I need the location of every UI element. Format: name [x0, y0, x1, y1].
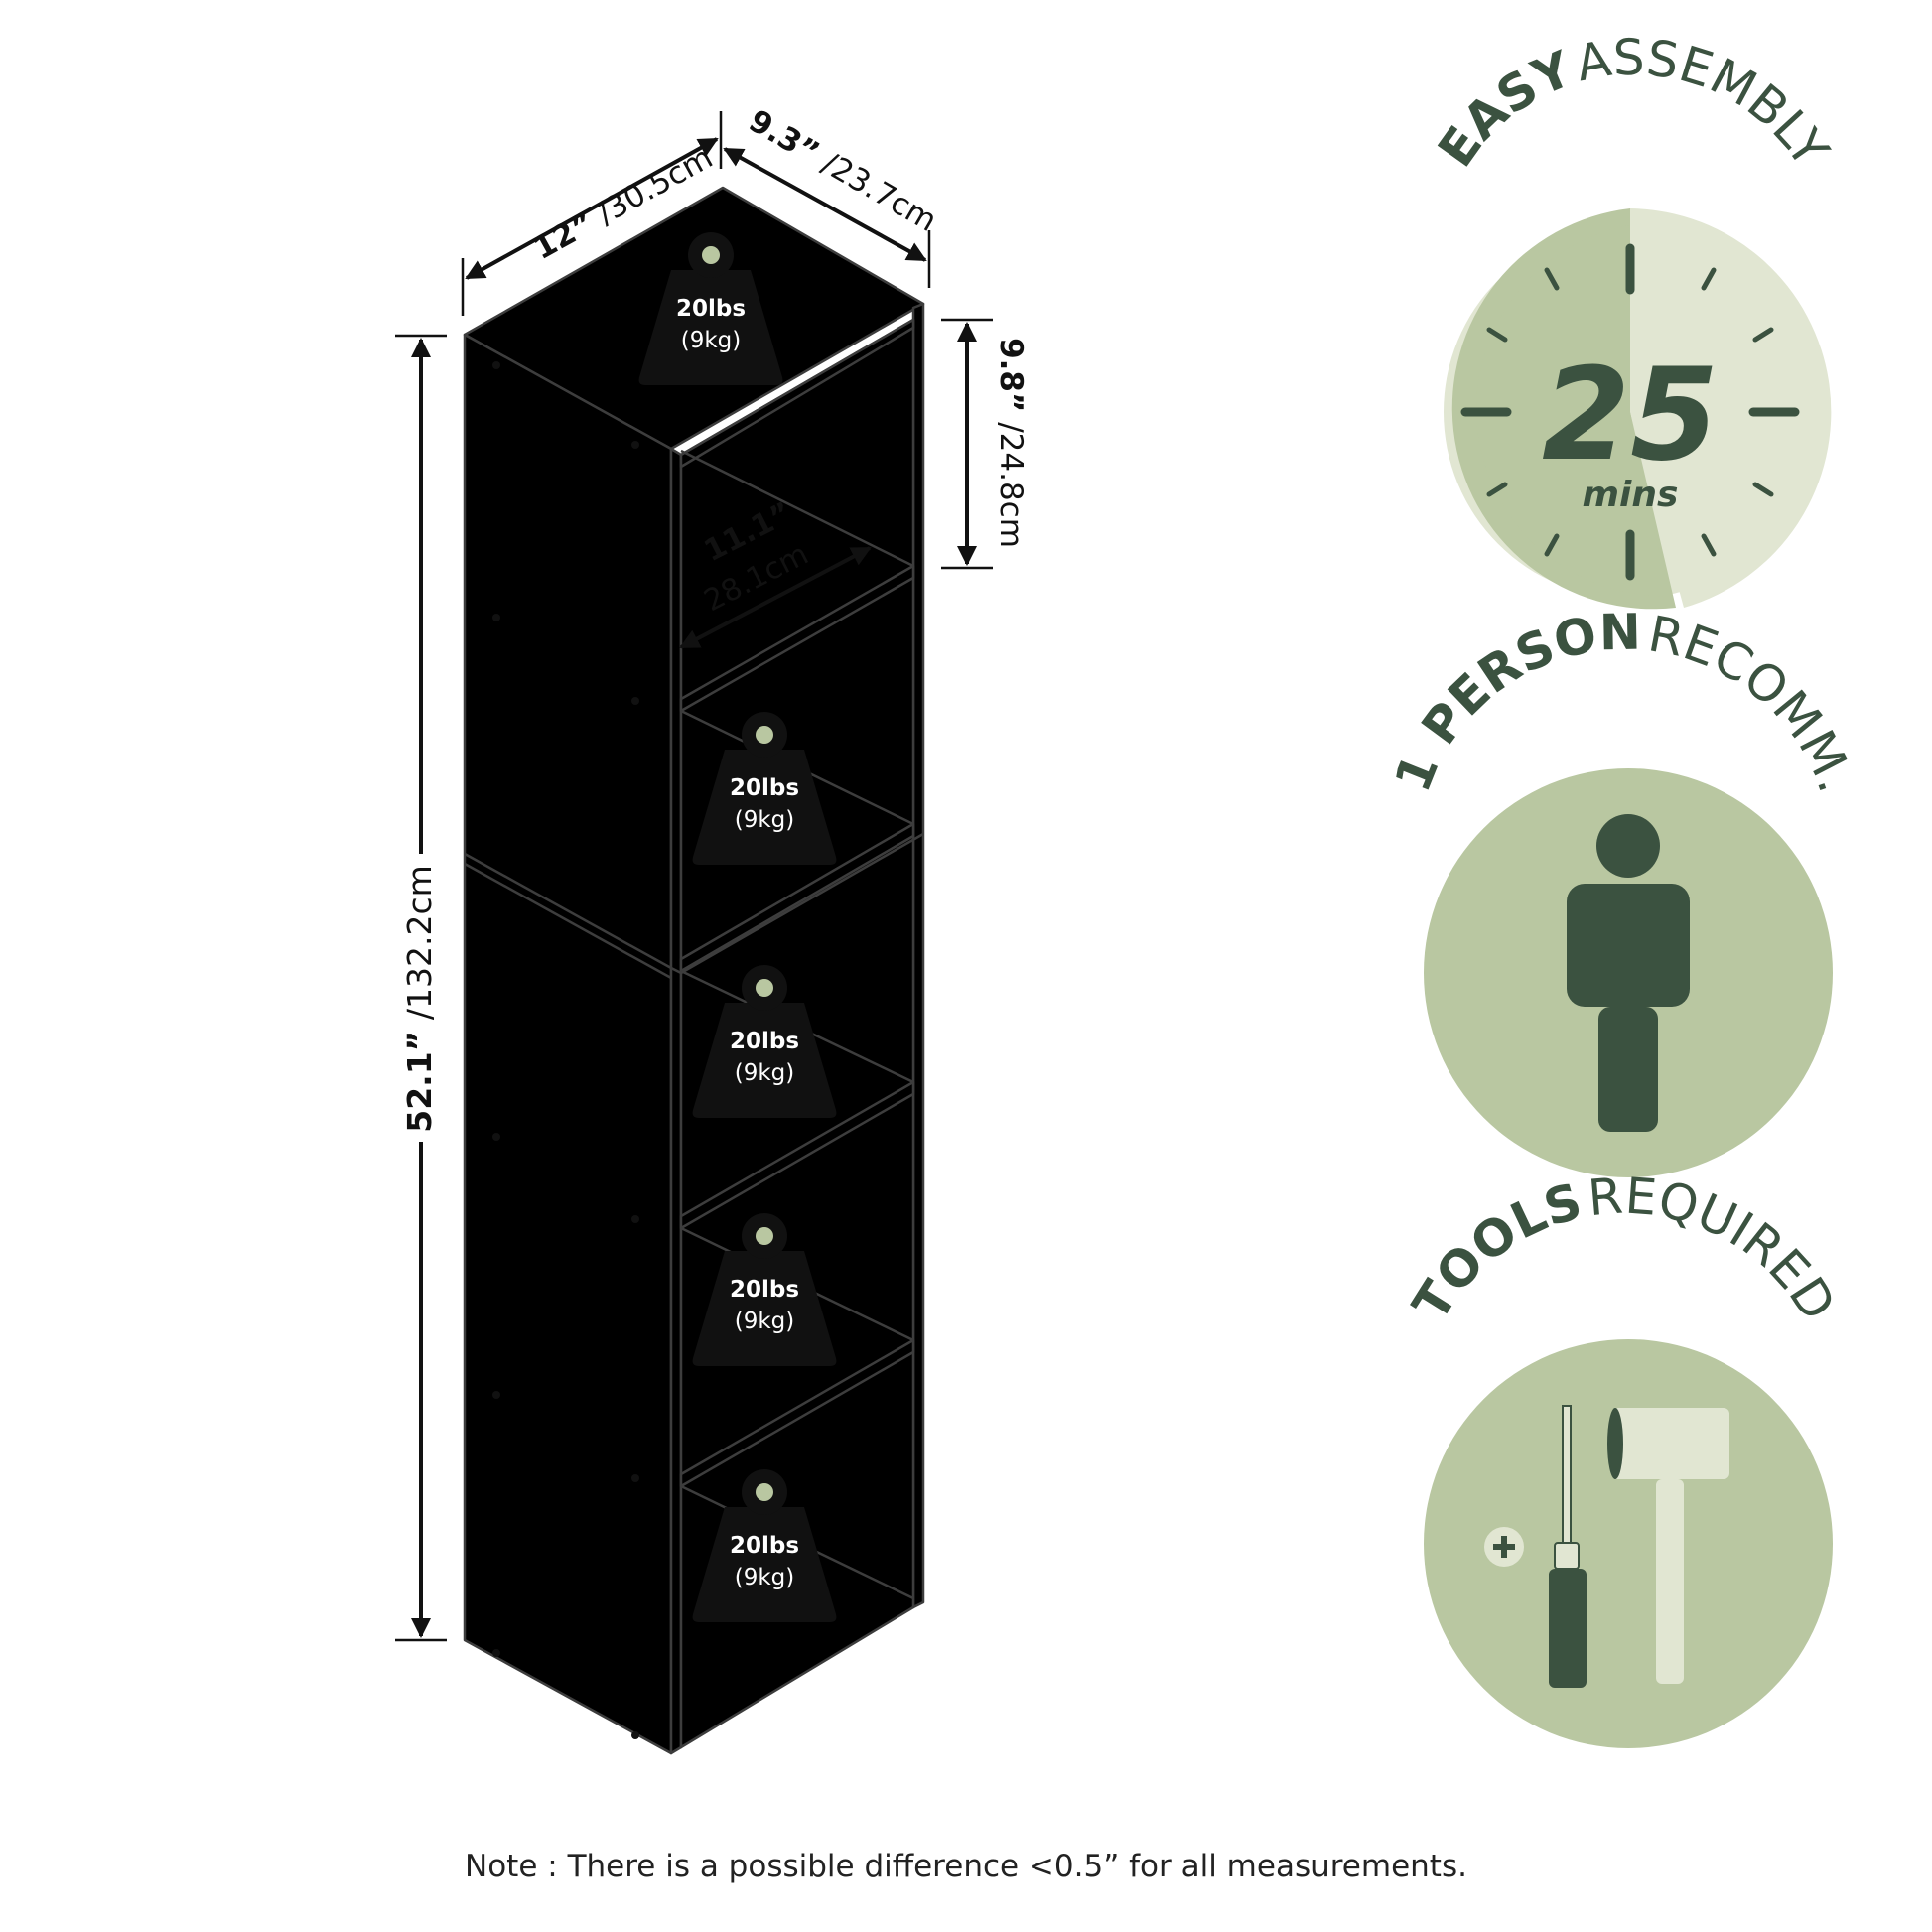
screw-holes — [492, 361, 639, 1739]
inner-depth-arrow — [679, 546, 872, 649]
shelf — [679, 1080, 915, 1230]
shelf — [679, 822, 915, 973]
height-cm: /132.2cm — [400, 865, 439, 1020]
weight-icon: 20lbs (9kg) — [692, 965, 837, 1118]
height-in: 52.1” — [400, 1031, 439, 1133]
weight-icon: 20lbs (9kg) — [692, 712, 837, 865]
screwdriver-icon — [1549, 1405, 1587, 1688]
weight-lbs: 20lbs — [730, 1029, 799, 1054]
badge-easy-assembly: EASY ASSEMBLY — [1427, 29, 1840, 610]
badge-one-person: 1 PERSON RECOMM. — [1384, 604, 1865, 1177]
plus-icon — [1484, 1527, 1524, 1567]
bookcase-inner-top — [679, 318, 915, 469]
assembly-time-unit: mins — [1583, 475, 1679, 515]
shelf — [679, 1338, 915, 1488]
person-icon — [1567, 814, 1690, 1132]
width-arrow — [465, 137, 719, 280]
dimension-lines — [395, 111, 993, 1642]
weight-labels: 20lbs (9kg) 20lbs (9kg) 20lbs (9kg) 20lb… — [638, 232, 837, 1622]
weight-kg: (9kg) — [735, 1309, 795, 1334]
weight-kg: (9kg) — [681, 328, 742, 353]
weight-lbs: 20lbs — [730, 775, 799, 801]
measurement-note: Note : There is a possible difference <0… — [465, 1849, 1467, 1884]
tools-title-light: REQUIRED — [1586, 1167, 1847, 1330]
weight-kg: (9kg) — [735, 1565, 795, 1590]
badge-assembly-title: EASY ASSEMBLY — [1427, 29, 1840, 178]
assembly-title-bold: EASY — [1427, 40, 1580, 177]
cube-height-label: 9.8” /24.8cm — [993, 338, 1029, 548]
assembly-title-light: ASSEMBLY — [1572, 29, 1840, 178]
bookcase — [463, 186, 925, 1755]
weight-lbs: 20lbs — [730, 1277, 799, 1303]
depth-cm: /23.7cm — [816, 145, 943, 239]
weight-lbs: 20lbs — [676, 296, 746, 322]
bookcase-shelves — [679, 449, 915, 1600]
cube-height-in: 9.8” — [993, 338, 1029, 412]
depth-arrow — [723, 147, 927, 262]
tools-title-bold: TOOLS — [1402, 1173, 1588, 1330]
width-in: 12” — [527, 206, 600, 267]
mallet-icon — [1607, 1408, 1729, 1684]
bookcase-unit-seam — [464, 832, 924, 975]
bookcase-front-edge — [669, 447, 683, 1755]
assembly-time-value: 25 — [1542, 342, 1719, 489]
weight-lbs: 20lbs — [730, 1533, 799, 1559]
height-label: 52.1” /132.2cm — [400, 865, 439, 1133]
weight-icon: 20lbs (9kg) — [692, 1213, 837, 1366]
weight-kg: (9kg) — [735, 807, 795, 833]
depth-in: 9.3” — [743, 103, 825, 172]
bookcase-right-edge — [911, 302, 925, 1609]
weight-kg: (9kg) — [735, 1060, 795, 1086]
person-title-light: RECOMM. — [1644, 605, 1865, 799]
badge-tools-required: TOOLS REQUIRED — [1402, 1167, 1847, 1748]
badge-tools-title: TOOLS REQUIRED — [1402, 1167, 1847, 1330]
cube-height-cm: /24.8cm — [993, 422, 1029, 548]
weight-icon: 20lbs (9kg) — [692, 1469, 837, 1622]
bookcase-side-panel — [463, 333, 673, 1755]
clock-icon: 25 mins — [1444, 208, 1832, 610]
